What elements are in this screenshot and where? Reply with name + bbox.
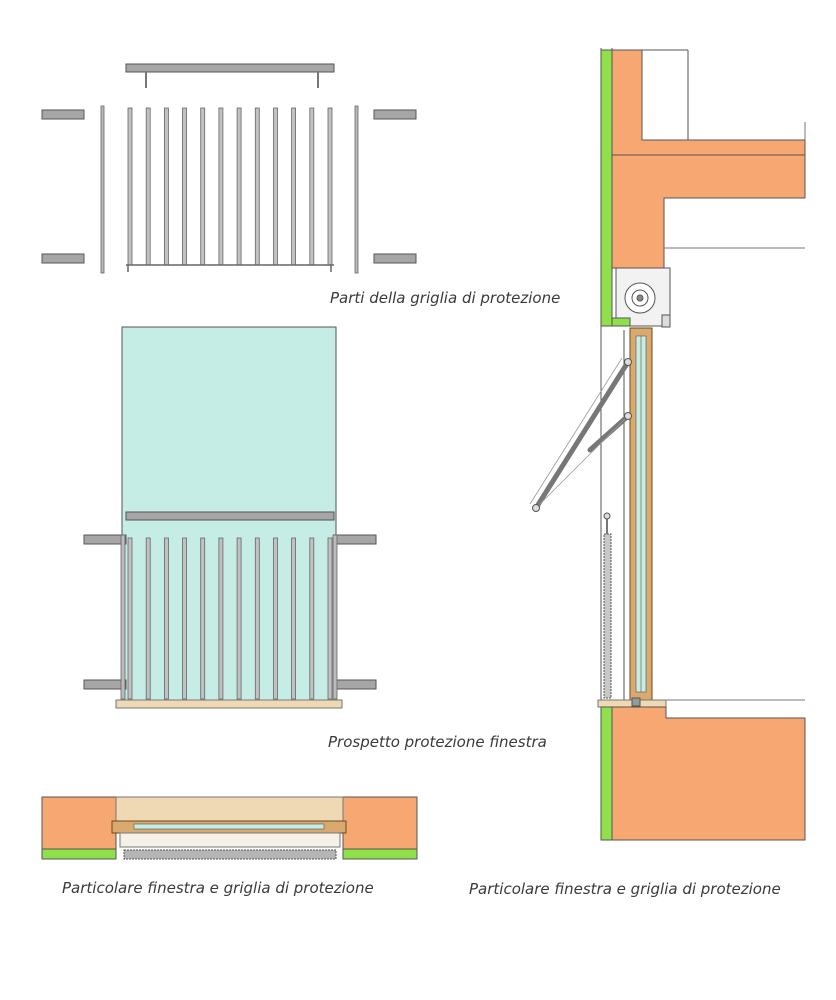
awning-arm-upper [533,359,631,511]
grid-bars-parts [127,107,333,266]
grid-bar [145,107,151,266]
window-elevation-view [83,326,377,709]
plan-detail-view [41,796,418,860]
plan-sill [115,796,344,824]
grid-bar [127,537,133,700]
grid-bar [327,107,333,266]
grid-bar [291,107,297,266]
elev-top-rail [125,511,335,521]
section-insulation-upper [600,49,613,327]
roller-center [636,294,644,302]
grid-bar [236,107,242,266]
roller-box-lip [611,317,631,327]
caption-elevation: Prospetto protezione finestra [328,733,547,751]
plan-grid-bar [123,849,337,860]
grid-bar [163,537,169,700]
section-lintel-slab [611,154,806,269]
grid-bar [218,107,224,266]
grid-bar [273,537,278,700]
grid-bar [273,107,278,266]
grid-bars-elevation [127,537,333,700]
roller-guide [661,314,671,328]
bracket-left-top [41,109,85,120]
plan-insulation-right [342,848,418,860]
section-grid-knob [603,512,611,520]
awning-hinge-mid [624,412,632,420]
awning-hinge-end [532,504,540,512]
caption-plan-detail: Particolare finestra e griglia di protez… [62,879,374,897]
bracket-right-top [373,109,417,120]
bracket-left-bottom [41,253,85,264]
grid-bar [254,537,260,700]
plan-glass [133,823,325,830]
section-lintel-wall [611,49,806,159]
awning-hinge-top [624,358,632,366]
section-insulation-lower [600,706,613,841]
grid-bar [291,537,297,700]
grid-bar [182,537,187,700]
bracket-right-bottom [373,253,417,264]
awning-cable-2 [535,415,629,509]
awning-cable [529,357,623,505]
plan-wall-right [342,796,418,850]
grid-bar [145,537,151,700]
side-rod-right [354,105,359,274]
elev-bracket-left-top [83,534,127,545]
top-rail [125,63,335,73]
section-grid-bar [603,533,612,699]
grid-bar [236,537,242,700]
plan-reveal [119,832,341,848]
grid-bar [200,537,206,700]
grid-bar [182,107,187,266]
section-lower-wall [611,706,806,841]
plan-insulation-left [41,848,117,860]
section-sill-bracket [631,697,641,707]
grid-bar [163,107,169,266]
section-detail-view [529,48,806,841]
plan-wall-left [41,796,117,850]
grid-bar [309,107,315,266]
grid-bar [127,107,133,266]
grid-parts-view [41,63,417,274]
grid-bar [200,107,206,266]
elev-bracket-right-bottom [333,679,377,690]
elev-post-right [332,534,338,700]
awning-arm-lower [587,413,631,453]
grid-bar [254,107,260,266]
window-sill [115,699,343,709]
grid-bar [327,537,333,700]
side-rod-left [100,105,105,274]
caption-section-detail: Particolare finestra e griglia di protez… [469,880,781,898]
elev-bracket-left-bottom [83,679,127,690]
grid-bar [218,537,224,700]
elev-bracket-right-top [333,534,377,545]
grid-bar [309,537,315,700]
caption-grid-parts: Parti della griglia di protezione [330,289,561,307]
elev-post-left [120,534,126,700]
